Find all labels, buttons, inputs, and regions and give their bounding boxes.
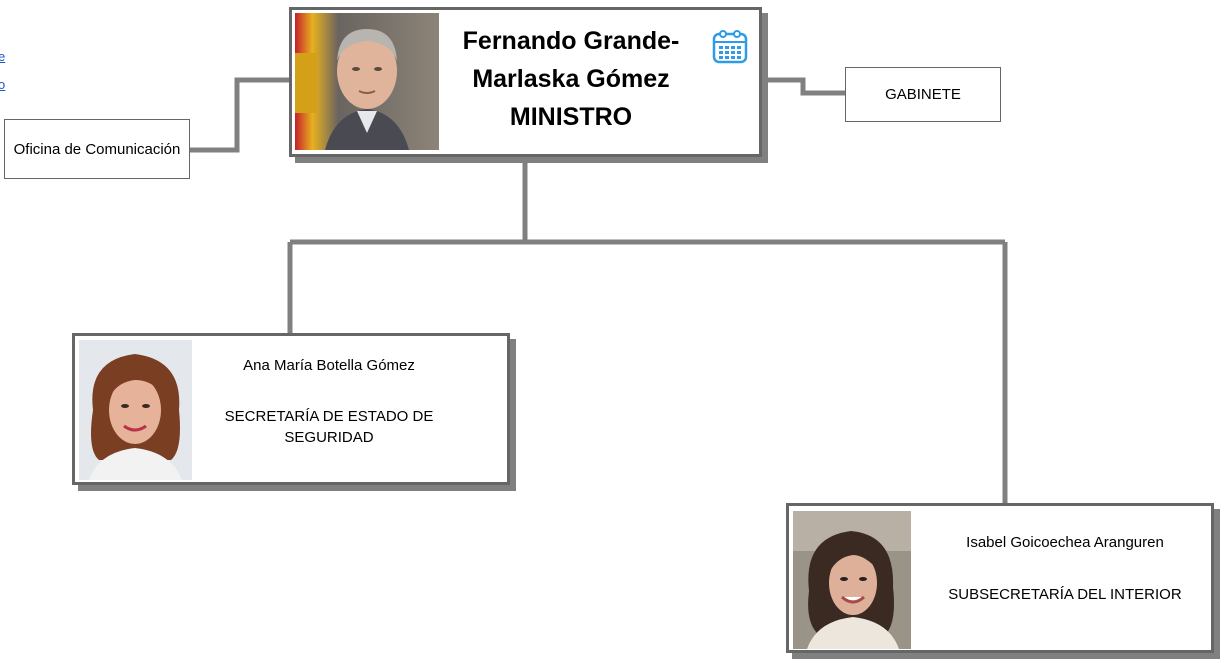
secretaria-estado-name: Ana María Botella Gómez [243, 357, 415, 374]
cropped-link-line-2[interactable]: o [0, 77, 6, 92]
secretaria-estado-role: SECRETARÍA DE ESTADO DE SEGURIDAD [224, 408, 434, 446]
office-cabinet-box[interactable]: GABINETE [845, 67, 1001, 122]
calendar-icon[interactable] [712, 28, 748, 69]
office-communication-label: Oficina de Comunicación [13, 140, 181, 158]
office-cabinet-label: GABINETE [885, 86, 961, 103]
subsecretaria-box[interactable]: Isabel Goicoechea Aranguren SUBSECRETARÍ… [786, 503, 1214, 653]
connector-communication [190, 77, 292, 153]
connector-cabinet [763, 77, 845, 96]
subsecretaria-photo [793, 511, 911, 649]
office-communication-box[interactable]: Oficina de Comunicación [4, 119, 190, 179]
subsecretaria-name: Isabel Goicoechea Aranguren [966, 534, 1164, 551]
subsecretaria-role: SUBSECRETARÍA DEL INTERIOR [948, 586, 1182, 603]
minister-box[interactable]: Fernando Grande-Marlaska Gómez MINISTRO [289, 7, 762, 157]
secretaria-estado-box[interactable]: Ana María Botella Gómez SECRETARÍA DE ES… [72, 333, 510, 485]
secretaria-estado-photo [79, 340, 192, 480]
minister-photo [295, 13, 439, 150]
minister-role: MINISTRO [509, 103, 633, 131]
cropped-link-line-1[interactable]: e [0, 49, 6, 64]
minister-name-block: Fernando Grande-Marlaska Gómez MINISTRO [440, 22, 702, 136]
minister-name: Fernando Grande-Marlaska Gómez [462, 27, 680, 93]
